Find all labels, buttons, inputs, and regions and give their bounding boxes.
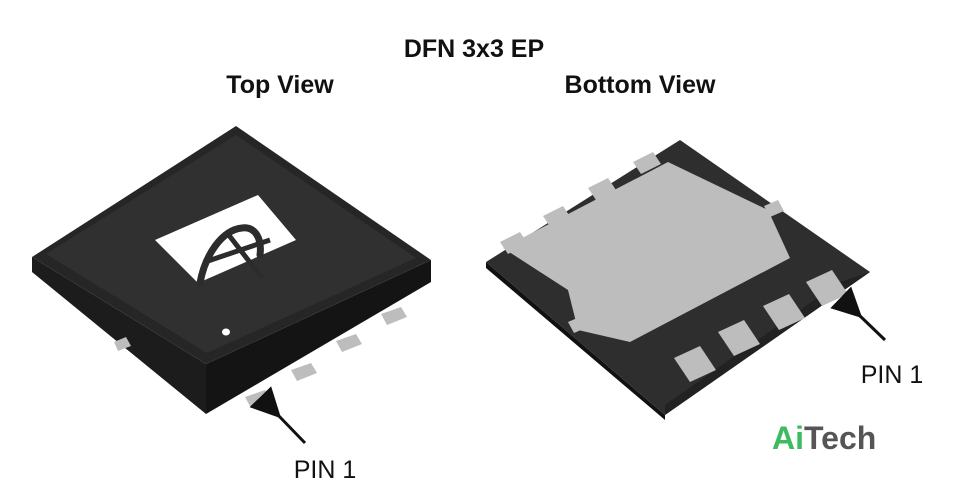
bottom-view-pin1-label: PIN 1 bbox=[861, 361, 924, 389]
top-view-pin1-label: PIN 1 bbox=[294, 456, 357, 484]
bottom-view-side-tab bbox=[568, 316, 588, 333]
top-view-lead bbox=[381, 307, 407, 325]
bottom-view-pad-tab bbox=[543, 206, 571, 228]
bottom-view-pin-pad bbox=[674, 346, 716, 382]
brand-part-2: Tech bbox=[804, 420, 876, 456]
bottom-view-side-tab bbox=[764, 200, 784, 217]
aitech-logo: AiTech bbox=[772, 420, 876, 456]
bottom-view-pad-tab bbox=[633, 152, 661, 174]
top-view-lead bbox=[336, 334, 362, 352]
top-view-lead bbox=[291, 363, 317, 381]
diagram-title: DFN 3x3 EP bbox=[404, 35, 544, 63]
top-view-heading: Top View bbox=[226, 71, 334, 99]
top-view-lead bbox=[114, 337, 131, 351]
top-view-left-side bbox=[32, 257, 206, 414]
bottom-view-right-bevel bbox=[665, 272, 870, 415]
bottom-view-pad-tab bbox=[588, 178, 616, 200]
bottom-view-pad-tab bbox=[500, 232, 528, 254]
brand-part-1: Ai bbox=[772, 420, 804, 456]
top-view-pin1-dot bbox=[222, 328, 230, 336]
bottom-view-front-side bbox=[486, 262, 665, 420]
svg-text:AiTech: AiTech bbox=[772, 420, 876, 456]
bottom-view-pin-pad bbox=[763, 294, 805, 330]
top-view-package bbox=[32, 126, 431, 414]
top-view-pin1-arrow bbox=[249, 386, 307, 445]
top-view-lead bbox=[245, 390, 271, 408]
top-view-right-side bbox=[206, 260, 431, 414]
bottom-view-pin-pad bbox=[718, 320, 760, 356]
bottom-view-exposed-pad bbox=[503, 162, 790, 342]
bottom-view-heading: Bottom View bbox=[565, 71, 716, 99]
bottom-view-pin1-arrow bbox=[830, 286, 887, 342]
bottom-view-package bbox=[486, 140, 870, 420]
